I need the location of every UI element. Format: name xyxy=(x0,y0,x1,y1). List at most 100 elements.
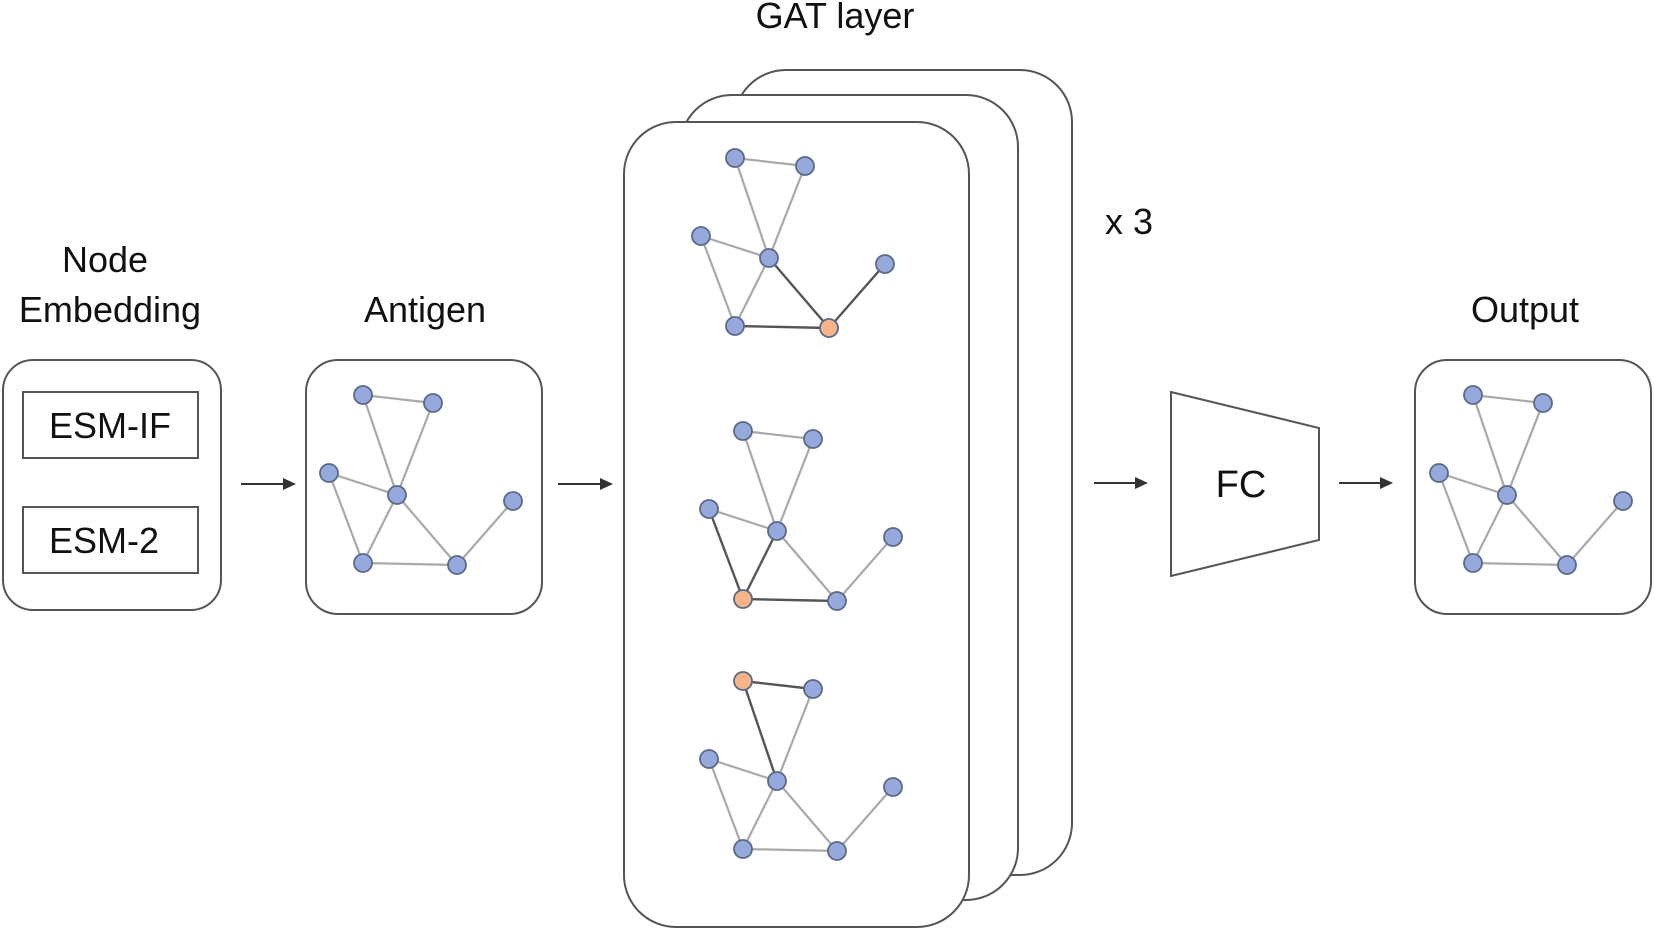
graph-node xyxy=(319,463,339,483)
graph-node xyxy=(699,499,719,519)
graph-edge xyxy=(741,430,779,532)
graph-node xyxy=(447,555,467,575)
graph-edge xyxy=(828,263,886,329)
graph-edge xyxy=(741,530,779,600)
graph-edge xyxy=(742,847,838,853)
gat-layer-title: GAT layer xyxy=(756,0,915,36)
graph-node xyxy=(1429,463,1449,483)
fc-section: FC xyxy=(1170,390,1320,578)
graph-edge xyxy=(362,494,398,564)
graph-edge xyxy=(361,394,399,496)
graph-node xyxy=(883,527,903,547)
graph-node xyxy=(883,777,903,797)
graph-node xyxy=(803,679,823,699)
graph-node xyxy=(767,521,787,541)
graph-node xyxy=(875,254,895,274)
graph-node-highlighted xyxy=(819,318,839,338)
graph-edge xyxy=(775,688,815,782)
output-section: Output xyxy=(1414,289,1652,615)
graph-edge xyxy=(1471,394,1509,496)
gat-attention-graph-1 xyxy=(691,148,895,338)
graph-node xyxy=(699,749,719,769)
graph-edge xyxy=(708,507,778,533)
graph-edge xyxy=(707,508,745,600)
graph-node xyxy=(1463,553,1483,573)
graph-edge xyxy=(1437,472,1475,564)
gat-attention-graph-3 xyxy=(699,671,903,861)
graph-node xyxy=(827,591,847,611)
graph-edge xyxy=(742,679,814,691)
output-title: Output xyxy=(1471,289,1579,330)
graph-edge xyxy=(741,680,779,782)
antigen-graph xyxy=(319,385,523,575)
arrow-gat-to-fc xyxy=(1094,477,1148,489)
graph-edge xyxy=(1472,393,1544,405)
graph-edge xyxy=(734,324,830,330)
node-embedding-title-line2: Embedding xyxy=(19,289,201,330)
esm-2-label: ESM-2 xyxy=(49,520,159,561)
graph-node xyxy=(733,839,753,859)
graph-edge xyxy=(362,561,458,567)
graph-node xyxy=(1613,491,1633,511)
graph-edge xyxy=(1506,494,1568,566)
graph-edge xyxy=(362,393,434,405)
graph-edge xyxy=(767,165,807,259)
node-embedding-section: Node Embedding ESM-IF ESM-2 xyxy=(2,239,222,611)
graph-edge xyxy=(1472,494,1508,564)
graph-edge xyxy=(1438,471,1508,497)
graph-node xyxy=(795,156,815,176)
antigen-section: Antigen xyxy=(305,289,543,615)
arrow-embedding-to-antigen xyxy=(241,478,296,490)
graph-edge xyxy=(1566,500,1624,566)
arrow-fc-to-output xyxy=(1339,477,1393,489)
arrow-antigen-to-gat xyxy=(558,478,613,490)
graph-edge xyxy=(395,402,435,496)
graph-edge xyxy=(836,536,894,602)
node-embedding-title-line1: Node xyxy=(62,239,148,280)
graph-node xyxy=(353,553,373,573)
graph-node xyxy=(767,771,787,791)
graph-edge xyxy=(776,530,838,602)
graph-edge xyxy=(734,156,806,168)
graph-edge xyxy=(836,786,894,852)
graph-edge xyxy=(699,235,737,327)
output-panel xyxy=(1414,359,1652,615)
graph-edge xyxy=(328,471,398,497)
graph-edge xyxy=(707,758,745,850)
graph-edge xyxy=(742,597,838,603)
graph-edge xyxy=(396,494,458,566)
fc-trapezoid xyxy=(1170,390,1320,578)
graph-edge xyxy=(776,780,838,852)
graph-node xyxy=(1557,555,1577,575)
graph-node-highlighted xyxy=(733,671,753,691)
graph-edge xyxy=(734,257,770,327)
graph-node xyxy=(387,485,407,505)
graph-node xyxy=(733,421,753,441)
graph-edge xyxy=(742,429,814,441)
graph-edge xyxy=(1505,402,1545,496)
graph-node xyxy=(1497,485,1517,505)
graph-node xyxy=(827,841,847,861)
graph-edge xyxy=(733,157,771,259)
graph-node xyxy=(503,491,523,511)
fc-label: FC xyxy=(1216,464,1267,506)
gat-repeat-label: x 3 xyxy=(1105,201,1153,242)
graph-node xyxy=(803,429,823,449)
graph-edge xyxy=(456,500,514,566)
graph-edge xyxy=(742,780,778,850)
graph-edge xyxy=(708,757,778,783)
gat-stack-card-front xyxy=(623,121,970,928)
flow-arrows xyxy=(241,477,1393,490)
graph-edge xyxy=(768,257,830,329)
esm-2-box xyxy=(22,506,199,574)
graph-node-highlighted xyxy=(733,589,753,609)
antigen-title: Antigen xyxy=(364,289,486,330)
output-graph xyxy=(1429,385,1633,575)
graph-node xyxy=(353,385,373,405)
graph-edge xyxy=(775,438,815,532)
graph-node xyxy=(423,393,443,413)
graph-edge xyxy=(327,472,365,564)
antigen-panel xyxy=(305,359,543,615)
graph-node xyxy=(725,148,745,168)
graph-node xyxy=(759,248,779,268)
